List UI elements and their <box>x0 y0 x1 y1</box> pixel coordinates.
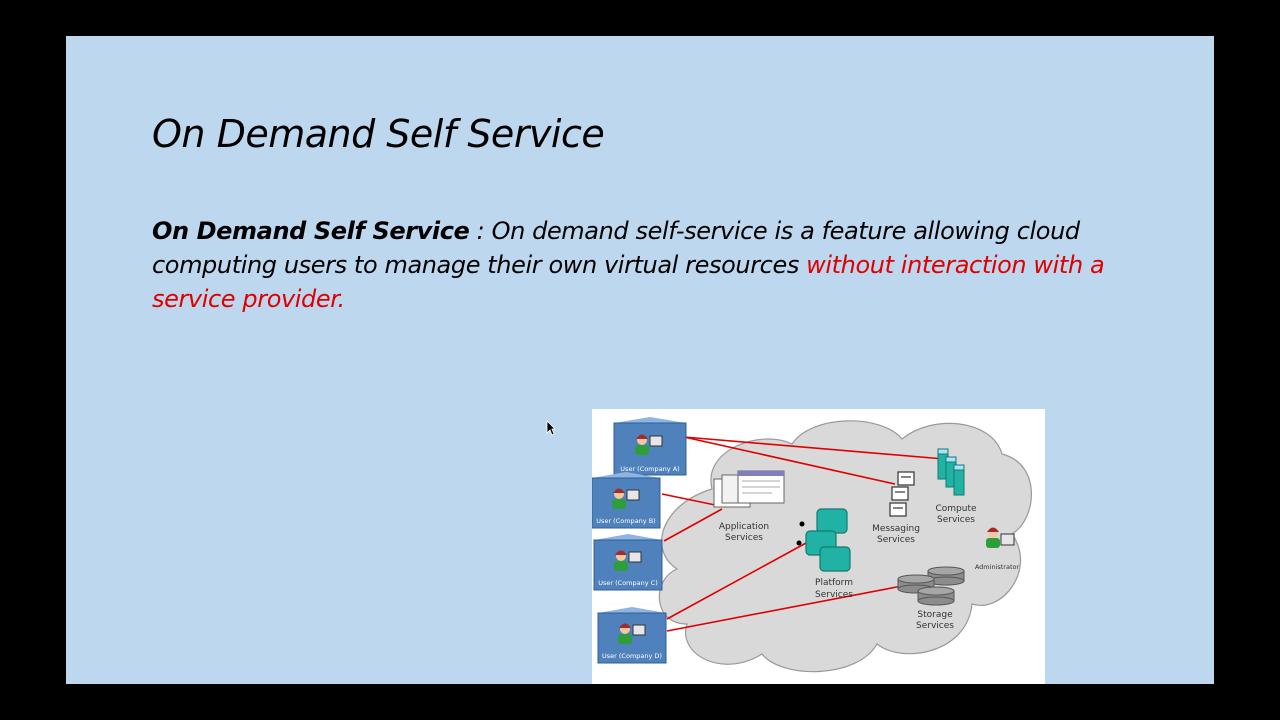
label-line-1: Compute <box>935 504 977 514</box>
component-blocks-icon <box>796 508 851 572</box>
admin-monitor-icon <box>1000 533 1015 546</box>
message-queue-icon <box>889 471 915 517</box>
label-line-1: Messaging <box>872 524 920 534</box>
server-rack-icon <box>937 448 965 496</box>
slide: On Demand Self Service On Demand Self Se… <box>66 36 1214 684</box>
admin-label: Administrator <box>975 563 1020 571</box>
storage-services: Storage Services <box>897 566 965 631</box>
label-line-1: Storage <box>917 610 953 620</box>
administrator: Administrator <box>975 527 1020 571</box>
definition-term: On Demand Self Service <box>152 217 470 245</box>
slide-title: On Demand Self Service <box>152 112 605 156</box>
mouse-cursor-icon <box>546 420 556 436</box>
label-line-2: Services <box>815 590 853 600</box>
user-label: User (Company A) <box>620 465 679 473</box>
label-line-1: Platform <box>815 578 853 588</box>
user-label: User (Company B) <box>596 517 655 525</box>
label-line-2: Services <box>725 533 763 543</box>
label-line-2: Services <box>916 621 954 631</box>
user-label: User (Company C) <box>598 579 657 587</box>
application-services: Application Services <box>713 470 785 543</box>
user-company-d: User (Company D) <box>597 607 667 664</box>
cloud-shape <box>658 420 1032 673</box>
user-company-a: User (Company A) <box>613 417 687 476</box>
monitor-icon <box>632 624 646 636</box>
label-line-2: Services <box>877 535 915 545</box>
definition-emphasis: without interaction with a service provi… <box>152 251 1105 313</box>
monitor-icon <box>626 489 640 501</box>
user-label: User (Company D) <box>602 652 662 660</box>
label-line-2: Services <box>937 515 975 525</box>
user-company-b: User (Company B) <box>592 472 661 529</box>
cloud-services-diagram: User (Company A) User (Company B) User (… <box>592 409 1045 684</box>
monitor-icon <box>628 551 642 563</box>
platform-services: Platform Services <box>796 508 853 600</box>
label-line-1: Application <box>719 522 769 532</box>
user-company-c: User (Company C) <box>593 534 663 591</box>
database-disks-icon <box>897 566 965 606</box>
window-stack-icon <box>713 470 785 508</box>
messaging-services: Messaging Services <box>872 471 920 545</box>
compute-services: Compute Services <box>935 448 977 525</box>
connector-lines <box>661 436 945 632</box>
slide-body-paragraph: On Demand Self Service : On demand self-… <box>152 214 1152 316</box>
definition-text: : On demand self-service is a feature al… <box>152 217 1080 279</box>
monitor-icon <box>649 435 663 447</box>
